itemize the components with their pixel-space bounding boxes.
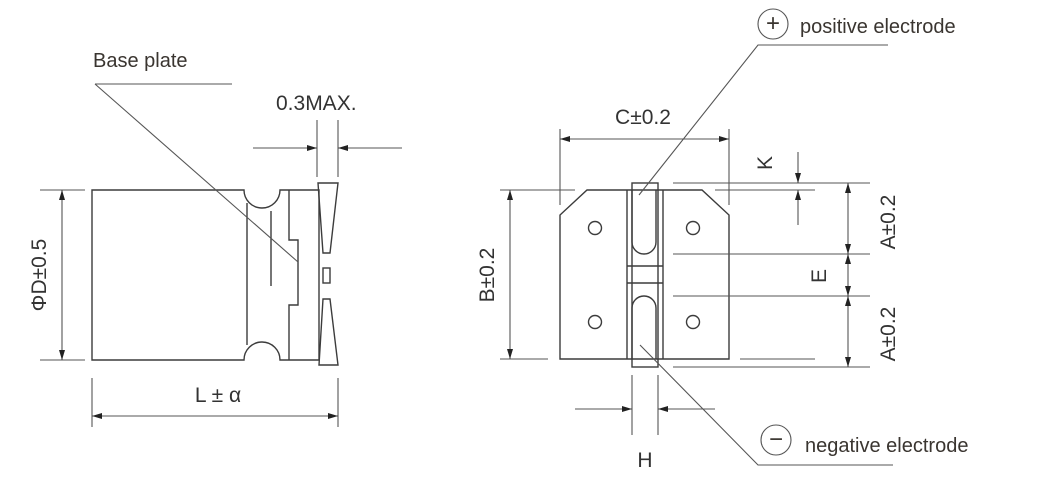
hole xyxy=(587,314,603,330)
negative-symbol-circle xyxy=(760,424,792,456)
base-plate-leader xyxy=(94,83,299,263)
positive-symbol: + xyxy=(766,10,780,37)
base-plate-outline xyxy=(288,190,299,360)
terminal-bottom xyxy=(318,298,339,366)
negative-label: negative electrode xyxy=(805,435,968,457)
bottom-view: C±0.2 B±0.2 K A±0.2 E A±0.2 H + xyxy=(476,8,968,472)
capacitor-body-outline xyxy=(91,189,320,361)
negative-symbol: − xyxy=(769,426,783,453)
positive-leader xyxy=(638,44,888,196)
terminal-top xyxy=(317,182,339,254)
electrode-outline xyxy=(631,182,659,368)
hole xyxy=(685,220,701,236)
seat-plate-outline xyxy=(559,189,730,360)
max-thickness-label: 0.3MAX. xyxy=(276,92,357,115)
k-label: K xyxy=(754,156,777,170)
hole xyxy=(587,220,603,236)
hole xyxy=(685,314,701,330)
width-label: C±0.2 xyxy=(615,106,671,129)
a-label-bottom: A±0.2 xyxy=(877,307,900,362)
base-plate-label: Base plate xyxy=(93,50,188,72)
negative-leader xyxy=(639,344,893,466)
h-label: H xyxy=(637,449,652,472)
a-label-top: A±0.2 xyxy=(877,195,900,250)
terminal-tab xyxy=(322,267,331,284)
e-label: E xyxy=(808,269,831,283)
positive-electrode-slot xyxy=(631,190,657,255)
negative-electrode-slot xyxy=(631,295,657,359)
side-view: Base plate 0.3MAX. ΦD±0.5 L ± α xyxy=(28,50,402,427)
diameter-label: ΦD±0.5 xyxy=(28,239,51,312)
length-label: L ± α xyxy=(195,384,241,407)
positive-symbol-circle xyxy=(757,8,789,40)
positive-label: positive electrode xyxy=(800,16,956,38)
height-label: B±0.2 xyxy=(476,248,499,303)
